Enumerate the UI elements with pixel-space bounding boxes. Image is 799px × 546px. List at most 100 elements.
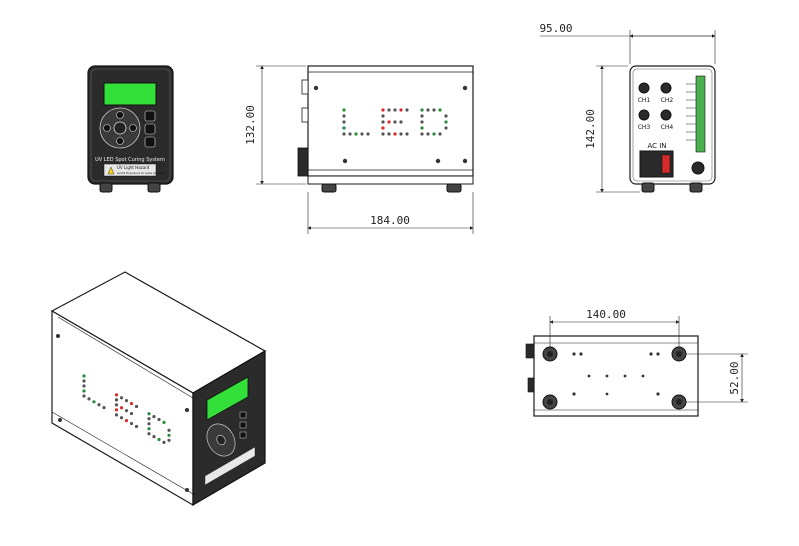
led-logo-dot [444, 126, 448, 130]
front-warning-label: UV Light Hazard Avoid Exposure to eyes a… [103, 163, 166, 177]
led-logo-dot [92, 400, 96, 404]
rear-foot-right [689, 182, 703, 193]
led-logo-dot [114, 408, 119, 412]
led-logo-dot [147, 422, 151, 426]
rear-channel-connectors: CH1 CH2 CH3 CH4 [638, 82, 674, 131]
led-logo-dot [119, 416, 124, 420]
led-logo-dot [82, 389, 86, 393]
rear-ac-in-label: AC IN [647, 142, 666, 150]
rear-ch1-label: CH1 [638, 97, 651, 104]
iso-led-logo [82, 374, 171, 444]
led-logo-dot [387, 108, 391, 112]
led-logo-dot [167, 428, 171, 432]
led-logo-dot [114, 393, 119, 397]
led-logo-dot [432, 132, 436, 136]
led-logo-dot [157, 417, 161, 422]
led-logo-dot [162, 440, 166, 444]
side-view [297, 65, 474, 193]
led-logo-dot [82, 394, 86, 398]
led-logo-dot [405, 132, 409, 136]
isometric-view [50, 271, 267, 507]
led-logo-dot [426, 108, 430, 112]
led-logo-dot [82, 374, 86, 378]
dimension-lines [256, 30, 748, 403]
led-logo-dot [147, 417, 151, 421]
front-lcd [103, 82, 157, 106]
dim-52-label: 52.00 [728, 361, 741, 394]
led-logo-dot [114, 403, 119, 407]
led-logo-dot [342, 126, 346, 130]
led-logo-dot [342, 108, 346, 112]
led-logo-dot [124, 419, 129, 423]
led-logo-dot [342, 120, 346, 124]
front-view: UV LED Spot Curing System UV Light Hazar… [87, 65, 174, 193]
led-logo-dot [147, 412, 151, 416]
led-logo-dot [381, 114, 385, 118]
led-logo-dot [152, 435, 156, 439]
led-logo-dot [129, 401, 134, 406]
led-logo-dot [167, 438, 171, 442]
led-logo-dot [393, 108, 397, 112]
led-logo-dot [134, 404, 139, 409]
bottom-view [525, 335, 699, 417]
dim-142-label: 142.00 [584, 109, 597, 149]
led-logo-dot [124, 409, 129, 413]
led-logo-dot [366, 132, 370, 136]
led-logo-dot [114, 398, 119, 402]
led-logo-dot [420, 132, 424, 136]
led-logo-dot [354, 132, 358, 136]
front-keypad [99, 107, 156, 149]
rear-fuse-holder [691, 161, 705, 175]
led-logo-dot [381, 132, 385, 136]
led-logo-dot [82, 384, 86, 388]
led-logo-dot [405, 108, 409, 112]
led-logo-dot [426, 132, 430, 136]
led-logo-dot [432, 108, 436, 112]
led-logo-dot [444, 114, 448, 118]
rear-foot-left [641, 182, 655, 193]
led-logo-dot [420, 126, 424, 130]
rear-ch4-label: CH4 [661, 124, 674, 131]
led-logo-dot [119, 406, 124, 410]
led-logo-dot [420, 120, 424, 124]
led-logo-dot [167, 433, 171, 437]
led-logo-dot [444, 120, 448, 124]
led-logo-dot [152, 415, 156, 419]
led-logo-dot [147, 432, 151, 436]
dimension-labels: 132.00 184.00 95.00 142.00 140.00 52.00 [244, 22, 741, 395]
front-product-name: UV LED Spot Curing System [95, 157, 165, 163]
iso-lcd [206, 376, 249, 421]
bottom-feet [542, 346, 687, 410]
led-logo-dot [114, 413, 119, 417]
led-logo-dot [381, 126, 385, 130]
led-logo-dot [129, 411, 134, 416]
led-logo-dot [387, 120, 391, 124]
rear-view: CH1 CH2 CH3 CH4 AC IN [629, 65, 716, 193]
led-logo-dot [399, 132, 403, 136]
dim-140-label: 140.00 [586, 308, 626, 321]
led-logo-dot [393, 120, 397, 124]
led-logo-dot [342, 132, 346, 136]
front-warning-line2: Avoid Exposure to eyes and skin [117, 171, 166, 175]
dim-132-label: 132.00 [244, 105, 257, 145]
led-logo-dot [420, 108, 424, 112]
side-led-logo [342, 108, 448, 136]
led-logo-dot [162, 420, 166, 424]
side-foot-right [446, 183, 462, 193]
led-logo-dot [381, 108, 385, 112]
led-logo-dot [157, 437, 161, 442]
led-logo-dot [87, 397, 91, 401]
led-logo-dot [420, 114, 424, 118]
led-logo-dot [393, 132, 397, 136]
led-logo-dot [134, 424, 139, 429]
rear-ch2-label: CH2 [661, 97, 674, 104]
led-logo-dot [124, 399, 129, 403]
led-logo-dot [102, 406, 106, 410]
led-logo-dot [438, 108, 442, 112]
rear-ch3-label: CH3 [638, 124, 651, 131]
led-logo-dot [342, 114, 346, 118]
led-logo-dot [119, 396, 124, 400]
led-logo-dot [381, 120, 385, 124]
led-logo-dot [348, 132, 352, 136]
